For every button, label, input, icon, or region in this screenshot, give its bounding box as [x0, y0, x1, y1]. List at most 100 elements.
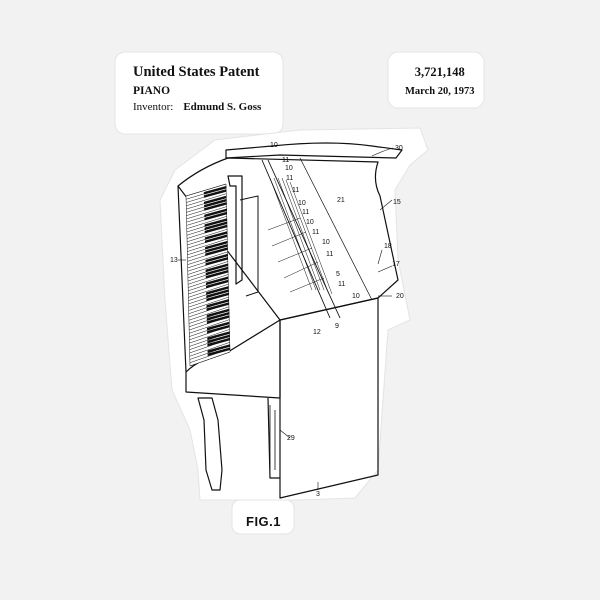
white-key-divider	[188, 293, 229, 308]
white-key-divider	[186, 212, 227, 226]
callout: 30	[395, 145, 403, 152]
callout: 10	[298, 200, 306, 207]
white-key-divider	[186, 222, 227, 236]
leader-lines	[178, 147, 394, 490]
callout: 9	[335, 323, 339, 330]
white-key-divider	[186, 196, 227, 210]
white-key-divider	[186, 206, 227, 220]
white-key-divider	[188, 312, 230, 328]
callout: 18	[384, 243, 392, 250]
white-key-divider	[189, 345, 230, 360]
callout: 10	[352, 293, 360, 300]
white-key-divider	[186, 190, 227, 203]
white-key-divider	[188, 277, 229, 292]
black-key	[205, 263, 229, 273]
white-key-divider	[189, 342, 230, 357]
white-key-divider	[188, 274, 229, 288]
white-key-divider	[188, 306, 230, 321]
black-key	[206, 311, 230, 321]
patent-number: 3,721,148	[414, 65, 465, 79]
patent-date: March 20, 1973	[405, 86, 475, 97]
inventor-line: Inventor: Edmund S. Goss	[133, 101, 261, 113]
white-key-divider	[188, 290, 229, 305]
black-key	[206, 315, 230, 324]
white-key-divider	[189, 351, 231, 367]
black-key	[206, 279, 229, 289]
white-key-divider	[189, 332, 230, 347]
white-key-divider	[187, 232, 228, 246]
callout: 21	[337, 197, 345, 204]
white-key-divider	[185, 183, 227, 197]
white-key-divider	[187, 241, 228, 256]
black-key	[207, 334, 230, 344]
callout: 10	[322, 239, 330, 246]
white-key-divider	[189, 316, 230, 331]
black-key	[207, 344, 231, 353]
callout: 11	[302, 209, 309, 216]
callout: 11	[282, 157, 289, 164]
patent-number-block: 3,721,148 March 20, 1973	[405, 65, 475, 97]
black-key	[205, 269, 229, 279]
black-key	[207, 347, 231, 357]
white-key-divider	[186, 219, 227, 233]
white-key-divider	[189, 325, 230, 341]
callout: 29	[287, 435, 295, 442]
black-key	[206, 302, 230, 311]
callout: 3	[316, 491, 320, 498]
white-key-divider	[189, 335, 230, 350]
callout: 13	[170, 257, 178, 264]
white-key-divider	[186, 209, 227, 223]
black-key	[206, 299, 229, 308]
callout: 10	[270, 142, 278, 149]
white-key-divider	[189, 319, 230, 334]
black-key	[207, 337, 230, 347]
white-key-divider	[187, 261, 228, 275]
callout: 11	[338, 281, 345, 288]
piano-front-panel	[279, 297, 379, 499]
black-key	[206, 286, 229, 295]
callout: 10	[285, 165, 293, 172]
sticker-die-cut	[114, 51, 485, 535]
callout: 11	[326, 251, 333, 258]
white-key-divider	[188, 303, 229, 318]
white-key-divider	[186, 225, 228, 239]
black-key	[206, 292, 229, 302]
callout: 5	[336, 271, 340, 278]
white-key-divider	[187, 264, 229, 278]
black-key	[207, 321, 230, 331]
inventor-label: Inventor:	[133, 101, 174, 113]
white-key-divider	[188, 296, 229, 311]
white-key-divider	[186, 216, 227, 229]
white-key-divider	[189, 322, 230, 337]
white-key-divider	[189, 338, 230, 354]
white-key-divider	[187, 270, 229, 285]
white-key-divider	[186, 199, 227, 213]
black-key	[205, 257, 228, 266]
black-key	[205, 276, 229, 286]
white-key-divider	[187, 228, 228, 243]
figure-label: FIG.1	[246, 514, 282, 529]
black-key	[206, 308, 230, 318]
piano-lid	[177, 157, 399, 321]
patent-title: United States Patent	[133, 64, 260, 80]
callout-numbers: 10 30 11 10 11 21 15 11 13 10 11 10 11 1…	[170, 142, 404, 498]
keyboard-front-rail	[185, 320, 281, 399]
callout: 12	[313, 329, 321, 336]
callout: 15	[393, 199, 401, 206]
white-key-divider	[188, 280, 229, 295]
white-key-divider	[187, 248, 228, 262]
patent-subject: PIANO	[133, 85, 171, 97]
white-key-divider	[187, 267, 229, 282]
white-key-divider	[187, 258, 228, 272]
black-key	[205, 253, 228, 263]
piano-leg	[197, 397, 223, 491]
piano-back-lid	[225, 142, 403, 159]
callout: 20	[396, 293, 404, 300]
black-key	[207, 331, 230, 340]
white-key-divider	[186, 203, 227, 216]
white-key-divider	[188, 283, 229, 298]
white-key-divider	[187, 251, 228, 265]
inventor-name: Edmund S. Goss	[183, 101, 262, 113]
white-key-divider	[187, 235, 228, 249]
